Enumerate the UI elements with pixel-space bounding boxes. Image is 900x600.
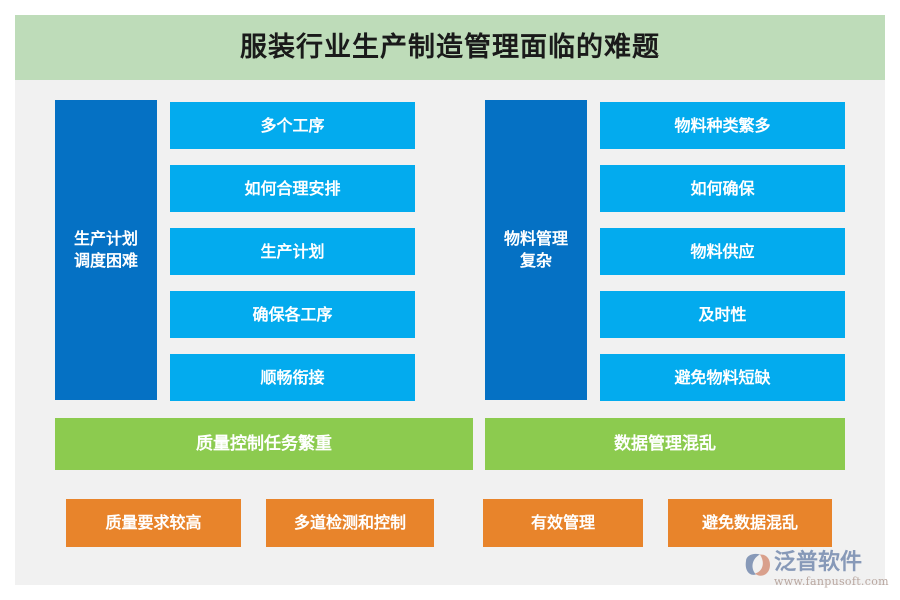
orange-box[interactable]: 质量要求较高 — [66, 499, 241, 547]
item-box[interactable]: 确保各工序 — [170, 291, 415, 338]
item-box[interactable]: 如何合理安排 — [170, 165, 415, 212]
orange-box-label: 多道检测和控制 — [293, 513, 406, 532]
category-label: 生产计划 调度困难 — [73, 229, 138, 270]
item-box[interactable]: 生产计划 — [170, 228, 415, 275]
orange-box[interactable]: 有效管理 — [483, 499, 643, 547]
item-label: 生产计划 — [260, 241, 325, 261]
item-label: 确保各工序 — [252, 304, 333, 324]
item-list: 多个工序 如何合理安排 生产计划 确保各工序 顺畅衔接 — [170, 100, 415, 401]
item-label: 物料种类繁多 — [674, 115, 771, 135]
green-bar-label: 数据管理混乱 — [614, 433, 716, 454]
item-label: 及时性 — [698, 304, 747, 324]
item-box[interactable]: 顺畅衔接 — [170, 354, 415, 401]
item-box[interactable]: 如何确保 — [600, 165, 845, 212]
column-production-planning: 生产计划 调度困难 多个工序 如何合理安排 生产计划 确保各工序 顺畅衔接 — [55, 100, 415, 401]
item-list: 物料种类繁多 如何确保 物料供应 及时性 避免物料短缺 — [600, 100, 845, 401]
orange-box[interactable]: 避免数据混乱 — [668, 499, 832, 547]
item-label: 避免物料短缺 — [674, 367, 771, 387]
item-label: 物料供应 — [690, 241, 755, 261]
item-label: 如何合理安排 — [244, 178, 341, 198]
brand-logo[interactable]: 泛普软件 www.fanpusoft.com — [742, 551, 892, 595]
item-label: 顺畅衔接 — [260, 367, 325, 387]
page-title: 服装行业生产制造管理面临的难题 — [240, 32, 660, 63]
orange-box-label: 有效管理 — [530, 513, 595, 532]
item-box[interactable]: 物料供应 — [600, 228, 845, 275]
item-label: 多个工序 — [260, 115, 325, 135]
fanpu-logo-icon — [742, 552, 772, 582]
category-label: 物料管理 复杂 — [503, 229, 568, 270]
orange-box-label: 质量要求较高 — [105, 513, 202, 532]
category-box[interactable]: 物料管理 复杂 — [485, 100, 587, 400]
item-box[interactable]: 多个工序 — [170, 102, 415, 149]
brand-name: 泛普软件 — [774, 550, 863, 575]
brand-text: 泛普软件 www.fanpusoft.com — [774, 551, 889, 588]
brand-url: www.fanpusoft.com — [774, 575, 889, 589]
orange-box-label: 避免数据混乱 — [701, 513, 798, 532]
category-box[interactable]: 生产计划 调度困难 — [55, 100, 157, 400]
green-bar-label: 质量控制任务繁重 — [196, 433, 332, 454]
green-bar-data-management[interactable]: 数据管理混乱 — [485, 418, 845, 470]
item-box[interactable]: 避免物料短缺 — [600, 354, 845, 401]
green-bar-quality-control[interactable]: 质量控制任务繁重 — [55, 418, 473, 470]
item-box[interactable]: 物料种类繁多 — [600, 102, 845, 149]
column-material-management: 物料管理 复杂 物料种类繁多 如何确保 物料供应 及时性 避免物料短缺 — [485, 100, 845, 401]
orange-box[interactable]: 多道检测和控制 — [266, 499, 434, 547]
item-label: 如何确保 — [690, 178, 755, 198]
item-box[interactable]: 及时性 — [600, 291, 845, 338]
header-band: 服装行业生产制造管理面临的难题 — [15, 15, 885, 80]
